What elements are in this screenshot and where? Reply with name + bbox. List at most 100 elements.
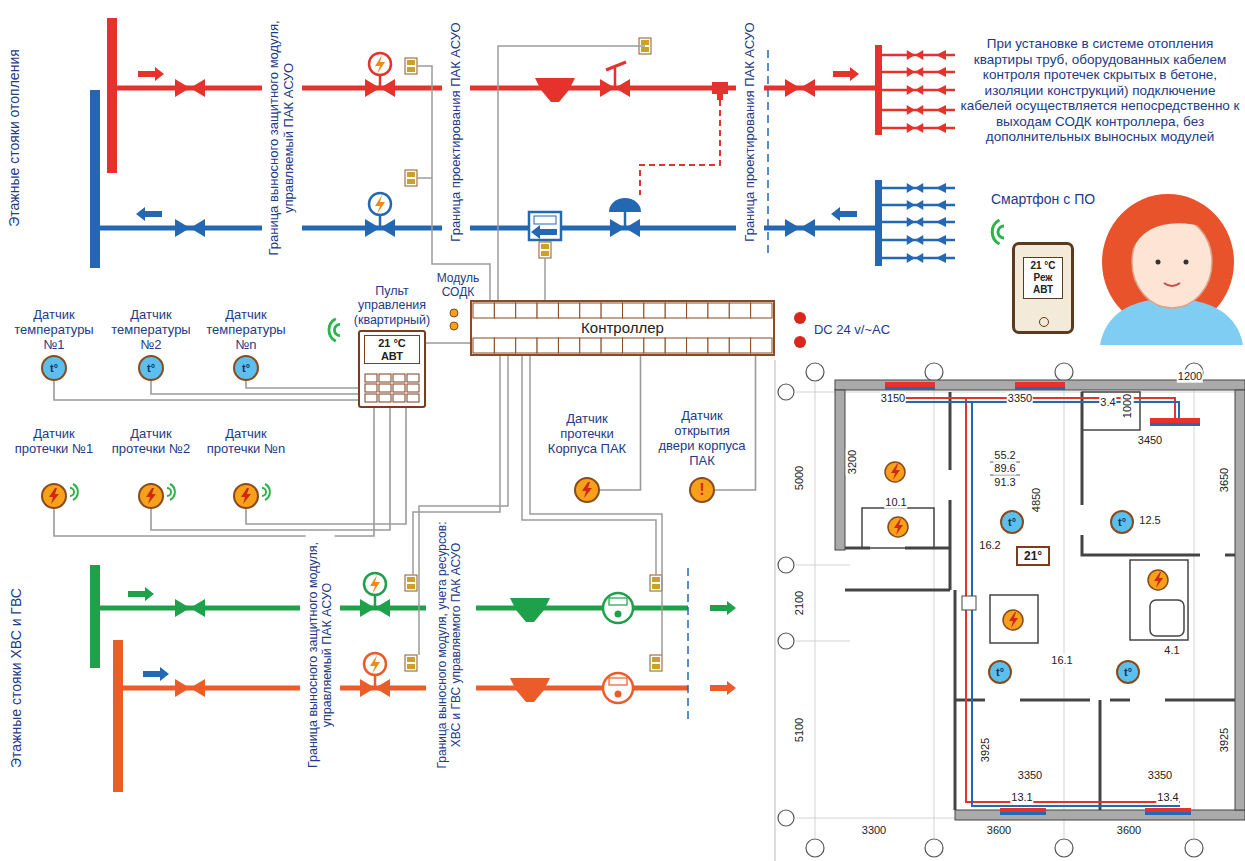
note-text: При установке в системе отопления кварти…	[957, 36, 1244, 145]
signal-wire	[151, 408, 390, 530]
lightning-icon	[240, 488, 252, 504]
key	[365, 384, 377, 392]
key	[407, 394, 419, 402]
terminal-cell	[708, 303, 729, 318]
lightning-icon	[581, 482, 593, 498]
boundary-caption: Граница проектирования ПАК АСУО	[449, 12, 464, 252]
boundary-caption: Граница выносного защитного модуля, упра…	[267, 15, 297, 262]
sensor-icon: t°	[1110, 510, 1134, 534]
sensor-symbol: !	[699, 482, 704, 498]
sensor-symbol: t°	[1118, 517, 1126, 528]
boundary-caption: Граница проектирования ПАК АСУО	[743, 12, 758, 252]
sensor-caption: Датчик температуры №n	[200, 308, 292, 353]
sensor-symbol: t°	[1008, 517, 1016, 528]
sensor-icon: Датчик открытия двери корпуса ПАК!	[689, 477, 715, 503]
dimension-label: 3300	[861, 824, 887, 837]
lightning-icon	[145, 488, 157, 504]
terminal-cell	[580, 303, 601, 318]
terminal-cell	[665, 338, 686, 353]
home-button	[1039, 317, 1049, 327]
dimension-label: 3350	[1147, 769, 1173, 782]
terminal-cell	[494, 303, 515, 318]
key	[379, 394, 391, 402]
dimension-label: 12.5	[1138, 514, 1161, 527]
sensor-caption: Датчик открытия двери корпуса ПАК	[655, 409, 750, 469]
dimension-label: 5000	[793, 465, 806, 491]
dimension-label: 13.1	[1010, 791, 1033, 804]
room-thermostat: 21°	[1016, 546, 1050, 566]
terminal-cell	[623, 338, 644, 353]
signal-wire	[151, 381, 358, 394]
dimension-label: 3150	[880, 392, 906, 405]
terminal-cell	[644, 338, 665, 353]
terminal-cell	[516, 303, 537, 318]
key	[365, 394, 377, 402]
key	[407, 374, 419, 382]
riser-caption: Этажные стояки отопления	[6, 20, 22, 257]
panel-caption: Пульт управления (квартирный)	[349, 284, 435, 327]
dimension-label: 1000	[1121, 393, 1134, 419]
sensor-symbol: t°	[147, 363, 155, 374]
terminal-cell	[537, 338, 558, 353]
key	[379, 384, 391, 392]
terminal-cell	[729, 303, 750, 318]
sensor-icon: Датчик протечки Корпуса ПАК	[574, 477, 600, 503]
terminal-cell	[473, 338, 494, 353]
sensor-icon: Датчик температуры №1t°	[41, 355, 67, 381]
dimension-label: 3650	[1218, 467, 1231, 493]
dimension-label: 13.4	[1156, 791, 1179, 804]
signal-wire	[426, 342, 470, 344]
key	[393, 384, 405, 392]
dimension-label: 3350	[1017, 769, 1043, 782]
lightning-stroke	[241, 488, 251, 504]
signal-wire	[54, 381, 358, 400]
lightning-icon	[48, 488, 60, 504]
dimension-label: 3925	[979, 737, 992, 763]
sensor-icon: t°	[1116, 660, 1140, 684]
terminal-cell	[601, 338, 622, 353]
terminal-cell	[623, 303, 644, 318]
dimension-label: 3925	[1218, 727, 1231, 753]
key	[393, 394, 405, 402]
terminal-cell	[473, 303, 494, 318]
terminal-cell	[558, 338, 579, 353]
display-text: 21 °C АВТ	[367, 337, 417, 362]
terminal-cell	[729, 338, 750, 353]
dimension-label: 3200	[846, 449, 859, 475]
control-panel: Пульт управления (квартирный)21 °C АВТ	[358, 330, 426, 408]
boundary-caption: Граница выносного модуля, учета ресурсов…	[436, 517, 464, 774]
key	[407, 384, 419, 392]
smartphone: Смартфон с ПО21 °C Реж АВТ	[1012, 242, 1074, 334]
terminal-cell	[601, 303, 622, 318]
panel-display: 21 °C АВТ	[364, 335, 420, 364]
sensor-caption: Датчик протечки №n	[200, 427, 292, 457]
terminal-cell	[687, 338, 708, 353]
terminal-cell	[751, 303, 772, 318]
terminal-cell	[580, 338, 601, 353]
keypad	[364, 373, 420, 403]
dimension-label: 3600	[986, 824, 1012, 837]
terminal-cell	[687, 303, 708, 318]
dimension-label: 3600	[1116, 824, 1142, 837]
signal-wire	[246, 381, 358, 388]
sensor-caption: Датчик протечки №2	[105, 427, 197, 457]
key	[379, 374, 391, 382]
dimension-label: 91.3	[993, 476, 1016, 489]
module-caption: Модуль СОДК	[434, 272, 482, 300]
lightning-stroke	[582, 482, 592, 498]
dimension-label: 3450	[1137, 434, 1163, 447]
dimension-label: 2100	[793, 590, 806, 616]
phone-screen-text: 21 °C Реж АВТ	[1023, 257, 1063, 299]
terminal-cell	[751, 338, 772, 353]
dimension-label: 55.2	[993, 449, 1016, 462]
dimension-label: 1200	[1177, 370, 1203, 383]
phone-caption: Смартфон с ПО	[991, 191, 1095, 207]
sensor-icon: Датчик протечки №n	[233, 483, 259, 509]
sensor-caption: Датчик температуры №1	[8, 308, 100, 353]
sensor-icon: Датчик температуры №nt°	[233, 355, 259, 381]
power-caption: DC 24 v/~AC	[813, 323, 891, 338]
terminal-cell	[516, 338, 537, 353]
dimension-label: 10.1	[884, 496, 907, 509]
sensor-icon: t°	[988, 660, 1012, 684]
